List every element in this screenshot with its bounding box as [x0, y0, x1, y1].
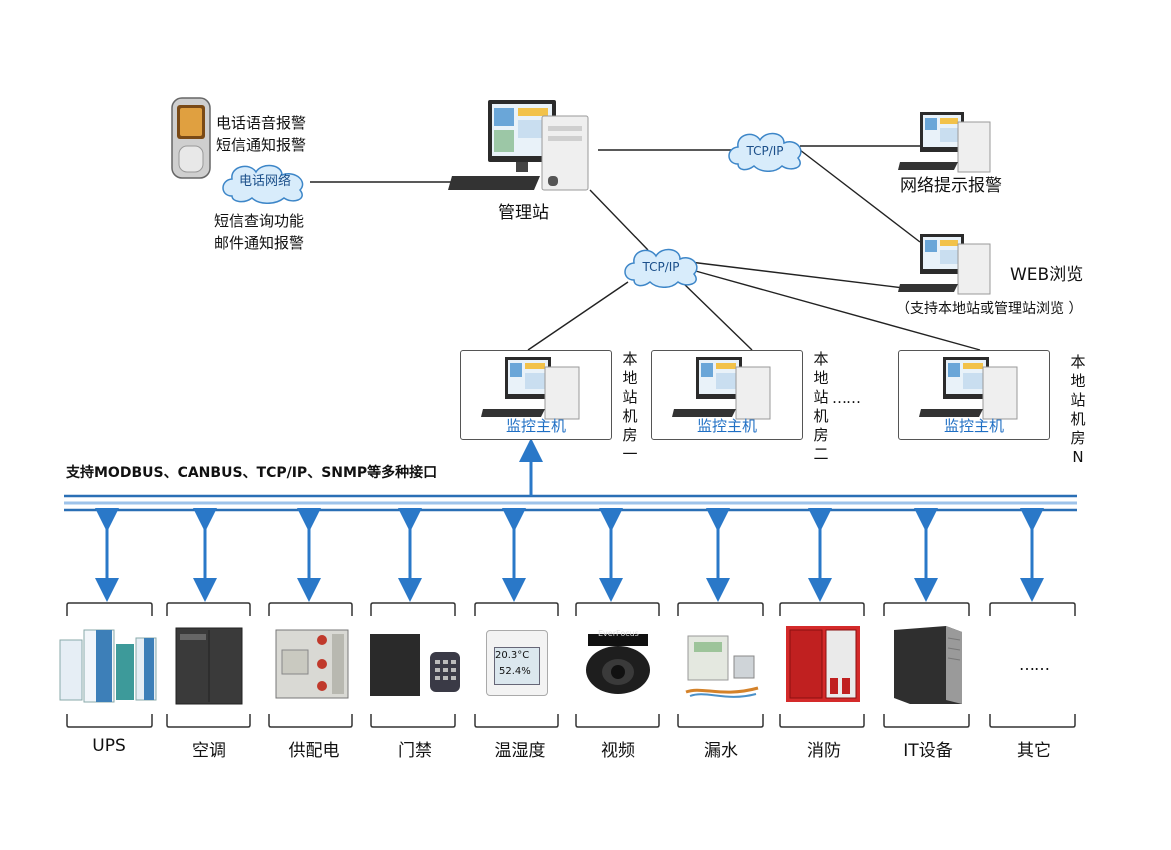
host-room-2: 本地站机房二 — [813, 350, 829, 463]
phone-network-label: 电话网络 — [238, 174, 291, 189]
air-conditioner-cabinet-icon — [175, 627, 243, 705]
power-distribution-panel-icon — [275, 629, 349, 699]
host-computer-icon — [919, 357, 1018, 420]
humidity-reading: 52.4% — [499, 666, 531, 677]
web-browse-label: WEB浏览 — [1010, 265, 1084, 285]
host-label: 监控主机 — [505, 417, 566, 435]
it-server-icon — [894, 626, 962, 704]
dome-camera-icon — [586, 634, 650, 694]
tcpmid-host1-link — [527, 281, 629, 351]
device-label-power-supply: 供配电 — [288, 741, 340, 761]
management-station-label: 管理站 — [498, 203, 549, 223]
ups-cabinet-icon — [59, 629, 157, 703]
tcp-ip-cloud-mid-icon — [624, 248, 698, 288]
bus-interface-label: 支持MODBUS、CANBUS、TCP/IP、SNMP等多种接口 — [66, 465, 438, 481]
temperature-humidity-sensor-icon: 20.3°C 52.4% — [486, 630, 548, 696]
network-alarm-label: 网络提示报警 — [900, 176, 1002, 196]
access-control-device-icon — [370, 634, 460, 696]
sms-line-2: 邮件通知报警 — [214, 234, 305, 252]
web-browse-note: （支持本地站或管理站浏览 ） — [896, 301, 1083, 317]
host-room-3: 本地站机房N — [1070, 353, 1086, 466]
monitor-host-1: 监控主机 — [460, 350, 612, 440]
tcpmid-host2-link — [681, 281, 753, 351]
phone-alarm-line-1: 电话语音报警 — [216, 114, 307, 132]
management-computer-icon — [448, 100, 589, 191]
monitor-host-3: 监控主机 — [898, 350, 1050, 440]
interface-bus — [64, 494, 1077, 512]
device-label-fire: 消防 — [807, 741, 841, 761]
tcpmid-host3-link — [691, 269, 981, 351]
water-leak-sensor-icon — [685, 635, 759, 698]
phone-alarm-line-2: 短信通知报警 — [216, 136, 307, 154]
monitor-host-2: 监控主机 — [651, 350, 803, 440]
network-alarm-computer-icon — [898, 112, 991, 173]
device-label-temp-humidity: 温湿度 — [494, 741, 546, 761]
tcpmid-web-link — [689, 261, 921, 291]
device-label-air-conditioning: 空调 — [192, 741, 226, 761]
host-label: 监控主机 — [696, 417, 757, 435]
temp-reading: 20.3°C — [495, 650, 530, 661]
device-label-ups: UPS — [92, 736, 126, 756]
other-devices-ellipsis: …… — [1019, 655, 1050, 674]
hosts-ellipsis: …… — [832, 389, 861, 407]
tcp-ip-top-label: TCP/IP — [746, 144, 784, 158]
device-label-it-equipment: IT设备 — [903, 741, 953, 761]
phone-network-cloud-icon — [222, 164, 304, 204]
host-label: 监控主机 — [943, 417, 1004, 435]
web-browse-computer-icon — [898, 234, 991, 295]
device-label-access-control: 门禁 — [398, 741, 432, 761]
mobile-phone-icon — [171, 97, 211, 179]
camera-brand: EverFocus — [598, 629, 639, 638]
host-computer-icon — [672, 357, 771, 420]
device-label-water-leak: 漏水 — [704, 741, 738, 761]
mgmt-tcpmid-link — [589, 189, 649, 251]
fire-protection-cabinet-icon — [786, 626, 860, 702]
sms-line-1: 短信查询功能 — [214, 212, 305, 230]
device-label-video: 视频 — [601, 741, 635, 761]
tcp-web-link — [799, 149, 921, 243]
host-room-1: 本地站机房一 — [622, 350, 638, 463]
tcp-ip-cloud-top-icon — [728, 132, 802, 172]
device-label-other: 其它 — [1017, 741, 1051, 761]
host-computer-icon — [481, 357, 580, 420]
tcp-ip-mid-label: TCP/IP — [642, 260, 680, 274]
